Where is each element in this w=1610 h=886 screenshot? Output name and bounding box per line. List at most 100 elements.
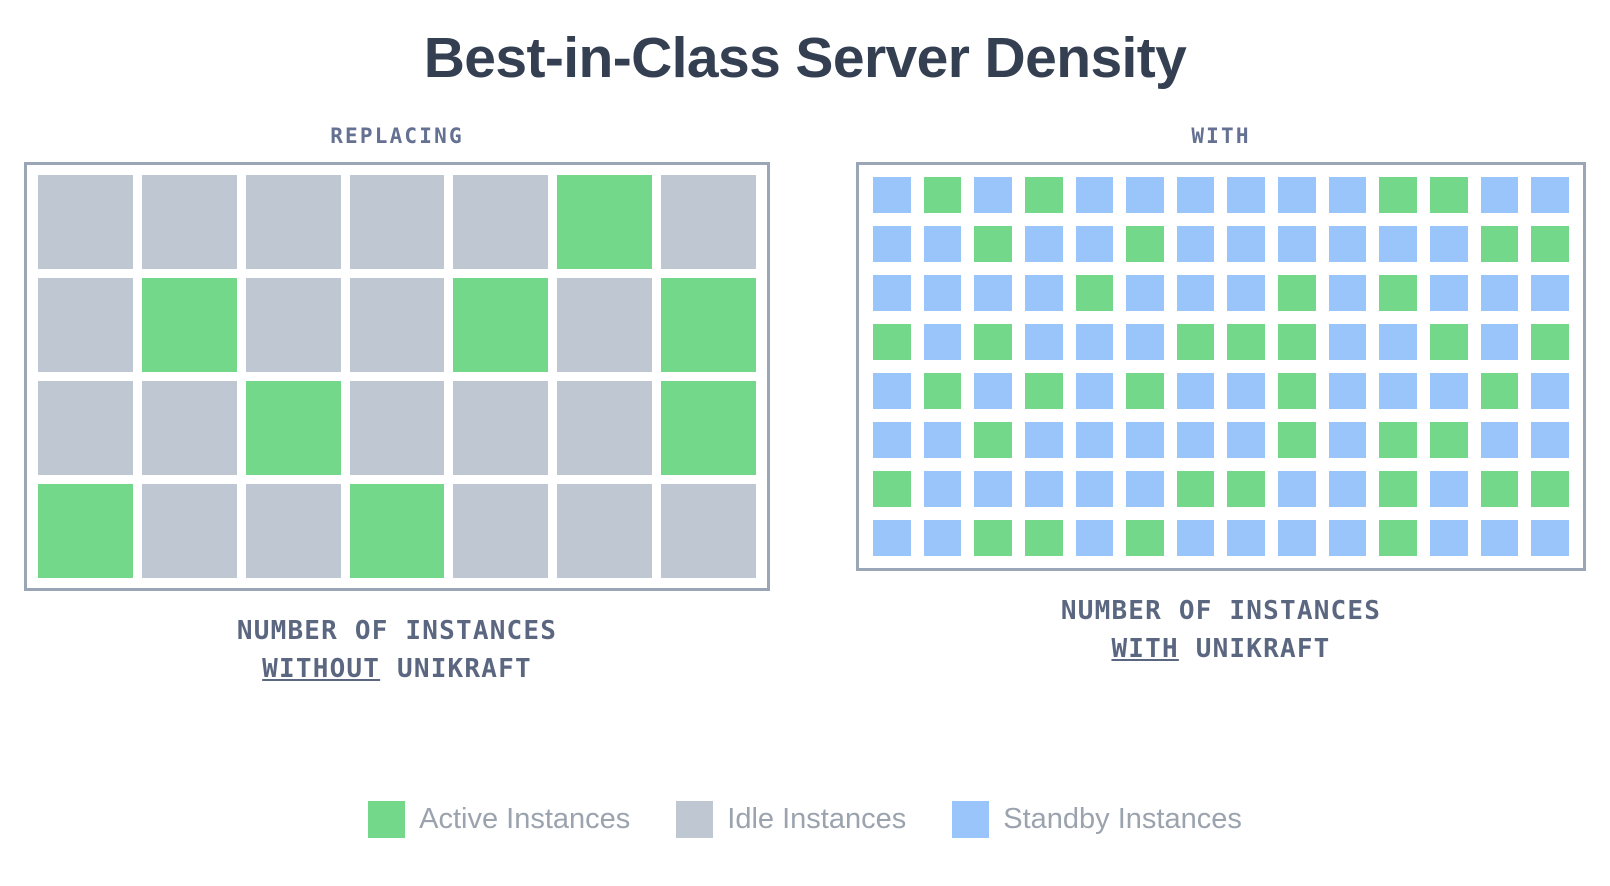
- instance-grid-with-unikraft: [865, 171, 1577, 562]
- instance-cell-idle: [557, 278, 653, 373]
- instance-cell-idle: [661, 175, 756, 270]
- instance-cell-standby: [1480, 520, 1519, 557]
- instance-cell-standby: [923, 520, 962, 557]
- instance-cell-active: [1227, 324, 1266, 361]
- legend-item-standby: Standby Instances: [952, 801, 1242, 838]
- grid-frame-left: [24, 162, 770, 592]
- instance-cell-active: [1379, 471, 1418, 508]
- instance-cell-standby: [974, 275, 1012, 312]
- instance-cell-standby: [1328, 226, 1367, 263]
- comparison-panels: REPLACING NUMBER OF INSTANCES WITHOUT UN…: [0, 124, 1610, 688]
- instance-cell-active: [1480, 373, 1519, 410]
- instance-cell-active: [1379, 520, 1418, 557]
- instance-cell-standby: [1531, 520, 1569, 557]
- instance-cell-active: [1379, 177, 1418, 214]
- instance-cell-standby: [1278, 471, 1316, 508]
- instance-cell-standby: [873, 373, 911, 410]
- instance-cell-active: [661, 381, 756, 476]
- instance-cell-idle: [557, 484, 653, 579]
- instance-cell-active: [1531, 226, 1569, 263]
- instance-cell-standby: [1328, 422, 1367, 459]
- caption-right-underlined: WITH: [1111, 634, 1179, 665]
- instance-cell-idle: [38, 381, 133, 476]
- instance-cell-standby: [1075, 226, 1114, 263]
- instance-cell-active: [1278, 275, 1316, 312]
- instance-cell-idle: [38, 278, 133, 373]
- instance-cell-idle: [141, 175, 237, 270]
- instance-cell-active: [974, 324, 1012, 361]
- instance-cell-standby: [1430, 275, 1468, 312]
- instance-cell-active: [245, 381, 341, 476]
- legend-label-active: Active Instances: [419, 803, 631, 835]
- instance-cell-active: [873, 324, 911, 361]
- instance-cell-standby: [1126, 324, 1164, 361]
- grid-frame-right: [856, 162, 1586, 572]
- instance-cell-standby: [1531, 275, 1569, 312]
- instance-cell-standby: [873, 422, 911, 459]
- instance-cell-standby: [923, 471, 962, 508]
- instance-cell-active: [974, 422, 1012, 459]
- instance-cell-active: [1379, 275, 1418, 312]
- instance-cell-standby: [1480, 324, 1519, 361]
- instance-cell-active: [1480, 471, 1519, 508]
- instance-cell-standby: [1430, 471, 1468, 508]
- instance-cell-standby: [1531, 422, 1569, 459]
- legend-label-standby: Standby Instances: [1003, 803, 1242, 835]
- instance-cell-idle: [557, 381, 653, 476]
- instance-cell-standby: [1480, 422, 1519, 459]
- instance-cell-standby: [1227, 520, 1266, 557]
- instance-grid-without-unikraft: [33, 171, 761, 582]
- caption-right: NUMBER OF INSTANCES WITH UNIKRAFT: [1061, 593, 1381, 668]
- caption-left-underlined: WITHOUT: [262, 654, 381, 685]
- caption-left: NUMBER OF INSTANCES WITHOUT UNIKRAFT: [237, 613, 557, 688]
- instance-cell-active: [1531, 324, 1569, 361]
- instance-cell-active: [661, 278, 756, 373]
- instance-cell-standby: [1176, 520, 1215, 557]
- instance-cell-standby: [1126, 275, 1164, 312]
- instance-cell-standby: [1278, 177, 1316, 214]
- instance-cell-idle: [453, 381, 549, 476]
- instance-cell-active: [1278, 373, 1316, 410]
- instance-cell-standby: [873, 226, 911, 263]
- legend-swatch-standby-icon: [952, 801, 990, 838]
- instance-cell-standby: [923, 275, 962, 312]
- instance-cell-idle: [141, 381, 237, 476]
- instance-cell-standby: [1126, 471, 1164, 508]
- instance-cell-idle: [453, 175, 549, 270]
- instance-cell-standby: [1430, 373, 1468, 410]
- instance-cell-standby: [923, 422, 962, 459]
- instance-cell-active: [974, 520, 1012, 557]
- instance-cell-idle: [141, 484, 237, 579]
- instance-cell-standby: [923, 324, 962, 361]
- instance-cell-standby: [1278, 520, 1316, 557]
- instance-cell-standby: [1379, 373, 1418, 410]
- instance-cell-standby: [1075, 177, 1114, 214]
- instance-cell-idle: [38, 175, 133, 270]
- instance-cell-idle: [245, 175, 341, 270]
- instance-cell-standby: [1328, 177, 1367, 214]
- instance-cell-standby: [1024, 422, 1063, 459]
- instance-cell-standby: [1430, 226, 1468, 263]
- legend-swatch-active-icon: [368, 801, 406, 838]
- instance-cell-active: [1278, 324, 1316, 361]
- instance-cell-active: [1075, 275, 1114, 312]
- panel-without-unikraft: REPLACING NUMBER OF INSTANCES WITHOUT UN…: [24, 124, 770, 688]
- instance-cell-standby: [1328, 471, 1367, 508]
- instance-cell-idle: [349, 381, 445, 476]
- instance-cell-active: [1379, 422, 1418, 459]
- instance-cell-standby: [1176, 422, 1215, 459]
- instance-cell-standby: [1075, 324, 1114, 361]
- instance-cell-standby: [1328, 373, 1367, 410]
- instance-cell-standby: [1227, 226, 1266, 263]
- instance-cell-standby: [1176, 275, 1215, 312]
- instance-cell-idle: [245, 484, 341, 579]
- instance-cell-active: [1278, 422, 1316, 459]
- legend: Active Instances Idle Instances Standby In…: [0, 801, 1610, 838]
- instance-cell-standby: [1075, 520, 1114, 557]
- instance-cell-active: [1176, 471, 1215, 508]
- instance-cell-active: [141, 278, 237, 373]
- instance-cell-standby: [1227, 275, 1266, 312]
- caption-right-line2: WITH UNIKRAFT: [1061, 631, 1381, 669]
- legend-item-idle: Idle Instances: [676, 801, 906, 838]
